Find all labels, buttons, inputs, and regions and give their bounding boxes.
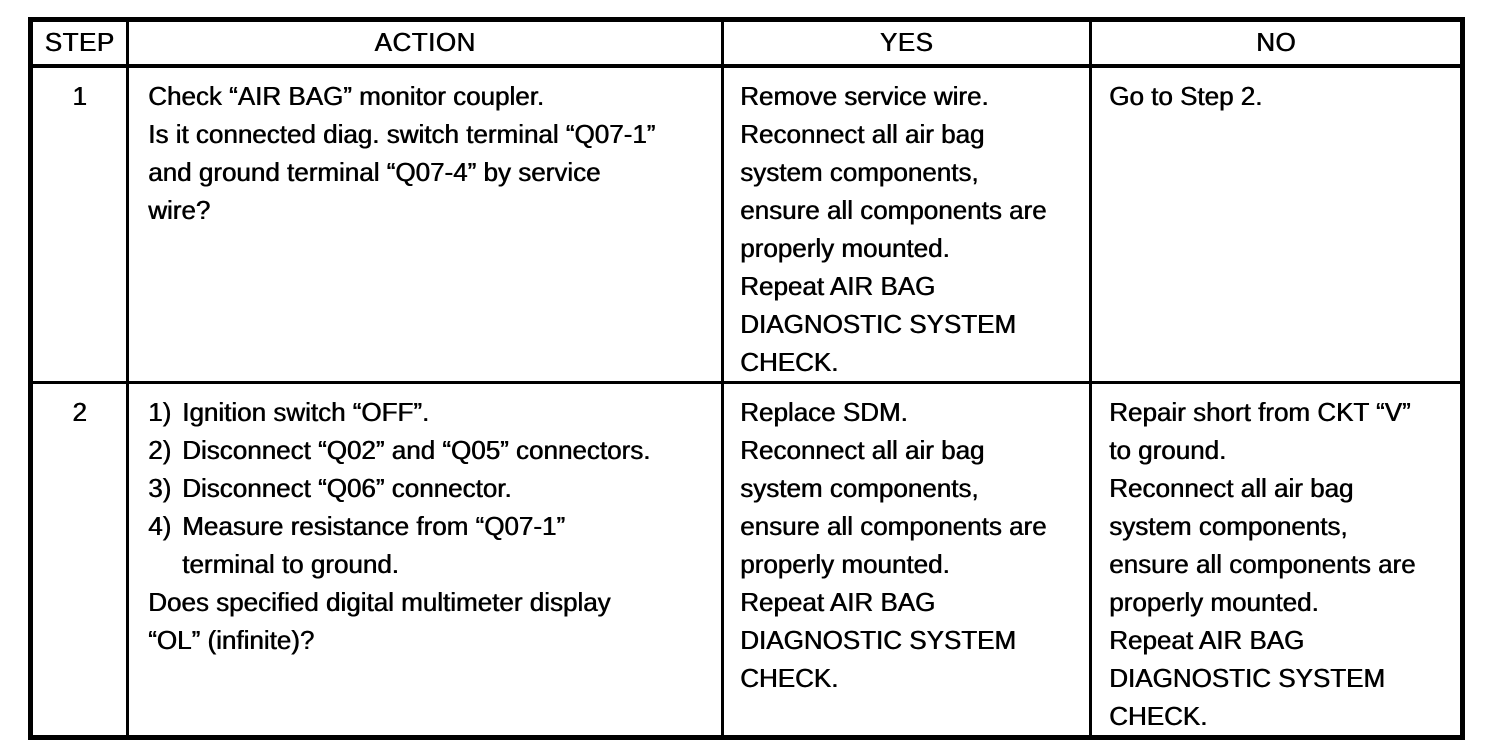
step-number: 2 — [29, 380, 129, 739]
action-paragraph: Check “AIR BAG” monitor coupler. — [148, 80, 544, 111]
table-row-step-2: 2 1) Ignition switch “OFF”. 2) Disconnec… — [29, 380, 1464, 739]
list-item-number: 3) — [148, 472, 172, 503]
list-item-text: Measure resistance from “Q07-1” terminal… — [182, 510, 565, 579]
step-number: 1 — [29, 64, 129, 384]
yes-cell: Replace SDM. Reconnect all air bag syste… — [721, 380, 1092, 739]
no-instruction: Repeat AIR BAG DIAGNOSTIC SYSTEM CHECK. — [1109, 624, 1385, 731]
action-question: Is it connected diag. switch terminal “Q… — [148, 118, 656, 225]
yes-instruction: Replace SDM. — [740, 396, 908, 427]
column-header-no: NO — [1089, 18, 1464, 68]
action-list-item: 4) Measure resistance from “Q07-1” termi… — [148, 507, 713, 583]
list-item-number: 4) — [148, 510, 172, 541]
yes-instruction: Reconnect all air bag system components,… — [740, 118, 1047, 263]
no-cell: Repair short from CKT “V” to ground. Rec… — [1089, 380, 1464, 739]
action-list-item: 1) Ignition switch “OFF”. — [148, 393, 713, 431]
list-item-text: Ignition switch “OFF”. — [182, 396, 430, 427]
no-cell: Go to Step 2. — [1089, 64, 1464, 384]
yes-instruction: Repeat AIR BAG DIAGNOSTIC SYSTEM CHECK. — [740, 270, 1016, 377]
action-cell: Check “AIR BAG” monitor coupler. Is it c… — [126, 64, 724, 384]
table-row-step-1: 1 Check “AIR BAG” monitor coupler. Is it… — [29, 64, 1464, 384]
diagnostic-step-table: STEP ACTION YES NO 1 Check “AIR BAG” mon… — [28, 17, 1465, 740]
no-instruction: Reconnect all air bag system components,… — [1109, 472, 1416, 617]
list-item-number: 1) — [148, 396, 172, 427]
no-instruction: Go to Step 2. — [1109, 80, 1263, 111]
yes-instruction: Remove service wire. — [740, 80, 989, 111]
yes-cell: Remove service wire. Reconnect all air b… — [721, 64, 1092, 384]
list-item-text: Disconnect “Q06” connector. — [182, 472, 512, 503]
action-list-item: 3) Disconnect “Q06” connector. — [148, 469, 713, 507]
column-header-yes: YES — [721, 18, 1092, 68]
column-header-step: STEP — [29, 18, 129, 68]
list-item-number: 2) — [148, 434, 172, 465]
yes-instruction: Reconnect all air bag system components,… — [740, 434, 1047, 579]
action-list-item: 2) Disconnect “Q02” and “Q05” connectors… — [148, 431, 713, 469]
action-cell: 1) Ignition switch “OFF”. 2) Disconnect … — [126, 380, 724, 739]
no-instruction: Repair short from CKT “V” to ground. — [1109, 396, 1411, 465]
header-row: STEP ACTION YES NO — [29, 18, 1464, 68]
column-header-action: ACTION — [126, 18, 724, 68]
action-question: Does specified digital multimeter displa… — [148, 586, 611, 655]
yes-instruction: Repeat AIR BAG DIAGNOSTIC SYSTEM CHECK. — [740, 586, 1016, 693]
list-item-text: Disconnect “Q02” and “Q05” connectors. — [182, 434, 651, 465]
